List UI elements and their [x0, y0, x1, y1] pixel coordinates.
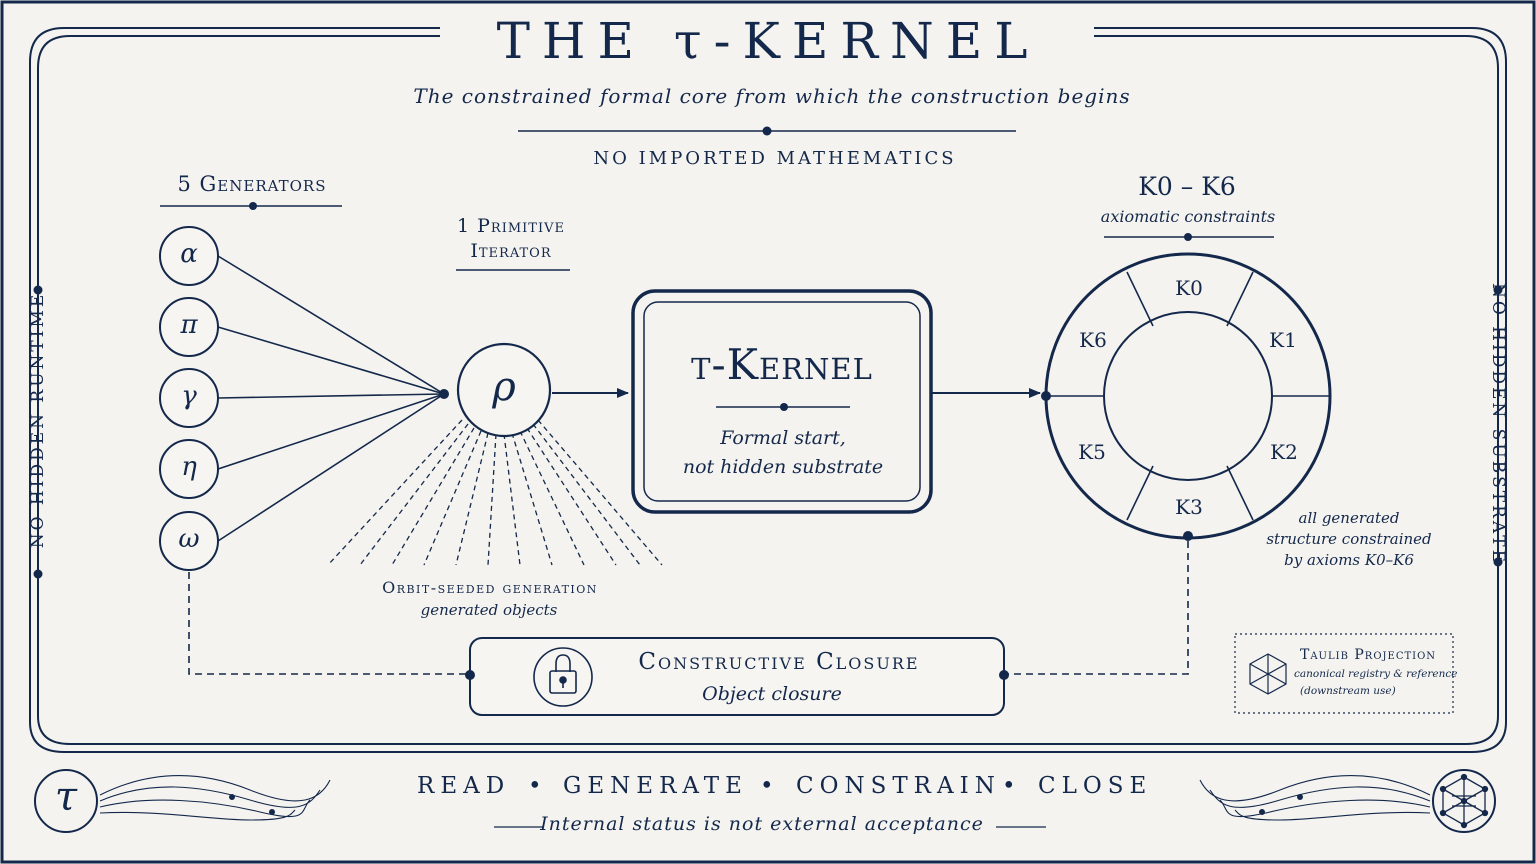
constraints-subheading: axiomatic constraints	[1100, 207, 1276, 226]
lattice-cube-icon	[1432, 769, 1496, 833]
generator-gamma: γ	[181, 381, 197, 411]
footer-step-read: READ	[417, 773, 511, 799]
footer-separator-3: •	[1002, 773, 1022, 799]
right-wave-dot-2	[1259, 809, 1265, 815]
ring-label-k6: K6	[1079, 328, 1107, 352]
taulib-box	[1234, 633, 1454, 714]
generator-lines	[217, 255, 445, 542]
closure-title: Constructive Closure	[638, 649, 920, 675]
constraints-heading: K0 – K6	[1138, 172, 1236, 201]
footer-separator-2: •	[760, 773, 780, 799]
kernel-line2: not hidden substrate	[682, 456, 884, 478]
kernel-title: τ-Kernel	[691, 340, 873, 389]
orbit-subtitle: generated objects	[420, 601, 558, 619]
tagline: NO IMPORTED MATHEMATICS	[593, 148, 957, 169]
generators-divider	[160, 202, 342, 210]
taulib-line1: canonical registry & reference	[1294, 668, 1458, 680]
generator-eta: η	[181, 452, 197, 482]
right-wave-ornament	[1199, 775, 1431, 821]
ring-label-k2: K2	[1270, 440, 1298, 464]
orbit-rays	[327, 419, 663, 566]
ring-sector-dividers	[1047, 271, 1329, 521]
right-wave-dot-1	[1297, 794, 1303, 800]
left-side-dot-top	[33, 285, 43, 295]
footer-note: Internal status is not external acceptan…	[540, 813, 984, 835]
generator-hub-dot	[439, 389, 449, 399]
side-label-right: NO HIDDEN SUBSTRATE	[1488, 282, 1508, 566]
taulib-line2: (downstream use)	[1300, 685, 1396, 697]
ring-bottom-dot	[1183, 531, 1193, 541]
iterator-heading-line1: 1 Primitive	[457, 215, 565, 237]
generators-heading: 5 Generators	[177, 172, 327, 196]
ring-entry-dot	[1041, 391, 1051, 401]
iterator-symbol: ρ	[492, 364, 516, 410]
tau-logo: τ	[54, 774, 78, 820]
footer-step-constrain: CONSTRAIN	[796, 773, 1001, 799]
closure-dashed-paths	[188, 541, 1189, 675]
ring-label-k5: K5	[1078, 440, 1106, 464]
hexagon-cube-icon	[1249, 653, 1287, 695]
page-subtitle: The constrained formal core from which t…	[413, 84, 1131, 108]
left-wave-dot-2	[269, 809, 275, 815]
subtitle-divider	[518, 126, 1016, 136]
ring-label-k1: K1	[1269, 328, 1297, 352]
left-wave-ornament	[99, 775, 331, 821]
left-side-dot-bottom	[33, 569, 43, 579]
ring-label-k0: K0	[1175, 276, 1203, 300]
closure-right-dot	[999, 670, 1009, 680]
iterator-heading-line2: Iterator	[470, 240, 552, 262]
taulib-title: Taulib Projection	[1300, 647, 1437, 663]
right-side-dot-bottom	[1493, 557, 1503, 567]
page-title: THE τ-KERNEL	[496, 12, 1040, 70]
main-frame	[29, 27, 1507, 753]
ring-label-k3: K3	[1175, 495, 1203, 519]
side-label-left: NO HIDDEN RUNTIME	[28, 291, 48, 549]
generator-omega: ω	[178, 524, 200, 554]
footer-separator-1: •	[528, 773, 548, 799]
left-wave-dot-1	[229, 794, 235, 800]
kernel-divider	[716, 403, 850, 411]
constraints-divider	[1104, 233, 1274, 241]
right-side-dot-top	[1493, 285, 1503, 295]
iterator-circle	[456, 342, 552, 438]
constraint-note-line2: structure constrained	[1266, 530, 1432, 548]
generator-alpha: α	[180, 239, 198, 269]
tau-logo-circle	[34, 769, 98, 833]
lock-icon	[533, 647, 593, 707]
footer-step-close: CLOSE	[1038, 773, 1153, 799]
constraint-note-line3: by axioms K0–K6	[1284, 551, 1414, 569]
closure-left-dot	[465, 670, 475, 680]
generator-circles	[159, 226, 219, 571]
footer-step-generate: GENERATE	[563, 773, 748, 799]
orbit-title: Orbit-seeded generation	[382, 578, 598, 597]
closure-subtitle: Object closure	[702, 683, 842, 705]
kernel-line1: Formal start,	[720, 427, 846, 449]
generator-pi: π	[180, 310, 198, 340]
kernel-box	[631, 289, 933, 514]
constraint-note-line1: all generated	[1298, 509, 1400, 527]
